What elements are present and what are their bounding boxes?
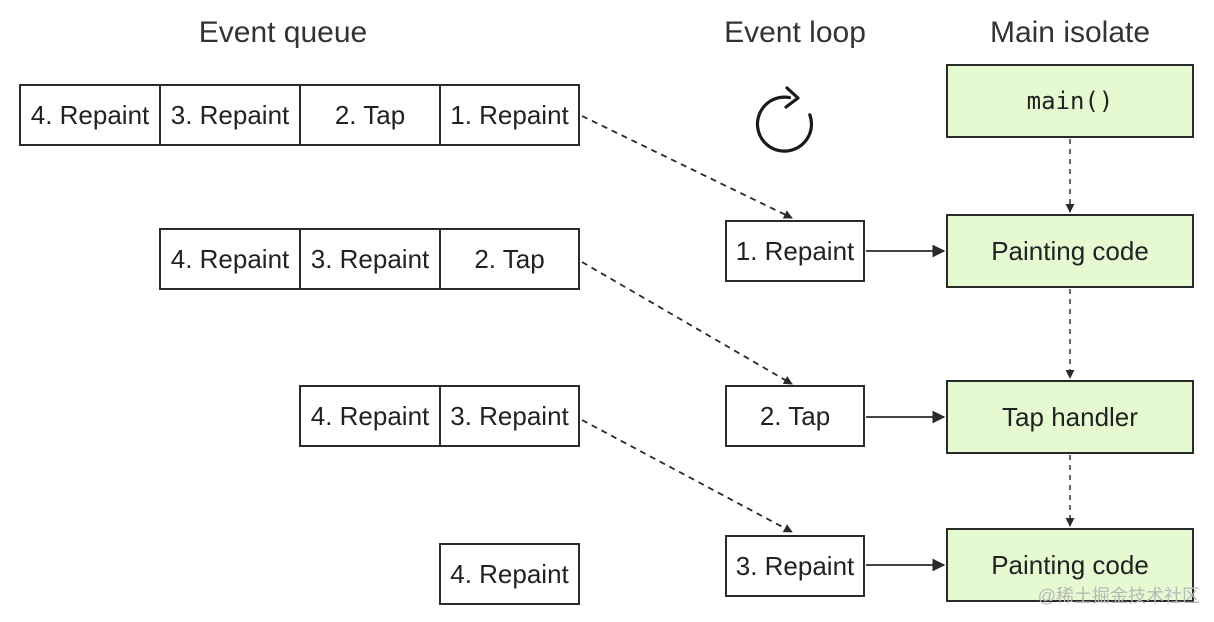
watermark: @稀土掘金技术社区 bbox=[1037, 586, 1200, 606]
painting-code-box-2: Painting code bbox=[946, 528, 1194, 602]
queue-cell: 3. Repaint bbox=[159, 84, 301, 146]
event-loop-header: Event loop bbox=[724, 16, 866, 49]
dequeue-arrow-1 bbox=[581, 115, 793, 219]
tap-handler-box: Tap handler bbox=[946, 380, 1194, 454]
queue-cell: 4. Repaint bbox=[159, 228, 301, 290]
dequeue-arrow-3 bbox=[581, 419, 793, 533]
painting-code-box-1: Painting code bbox=[946, 214, 1194, 288]
refresh-cycle-icon bbox=[755, 86, 814, 153]
event-queue-header: Event queue bbox=[198, 16, 368, 49]
loop-event-repaint-1: 1. Repaint bbox=[725, 220, 865, 282]
loop-event-repaint-2: 3. Repaint bbox=[725, 535, 865, 597]
main-function-box: main() bbox=[946, 64, 1194, 138]
queue-cell: 1. Repaint bbox=[439, 84, 580, 146]
dequeue-arrow-2 bbox=[581, 261, 793, 385]
queue-cell: 3. Repaint bbox=[299, 228, 441, 290]
queue-cell: 3. Repaint bbox=[439, 385, 580, 447]
main-isolate-header: Main isolate bbox=[989, 16, 1151, 49]
queue-cell: 2. Tap bbox=[299, 84, 441, 146]
queue-cell: 2. Tap bbox=[439, 228, 580, 290]
queue-cell: 4. Repaint bbox=[439, 543, 580, 605]
queue-cell: 4. Repaint bbox=[299, 385, 441, 447]
loop-event-tap: 2. Tap bbox=[725, 385, 865, 447]
